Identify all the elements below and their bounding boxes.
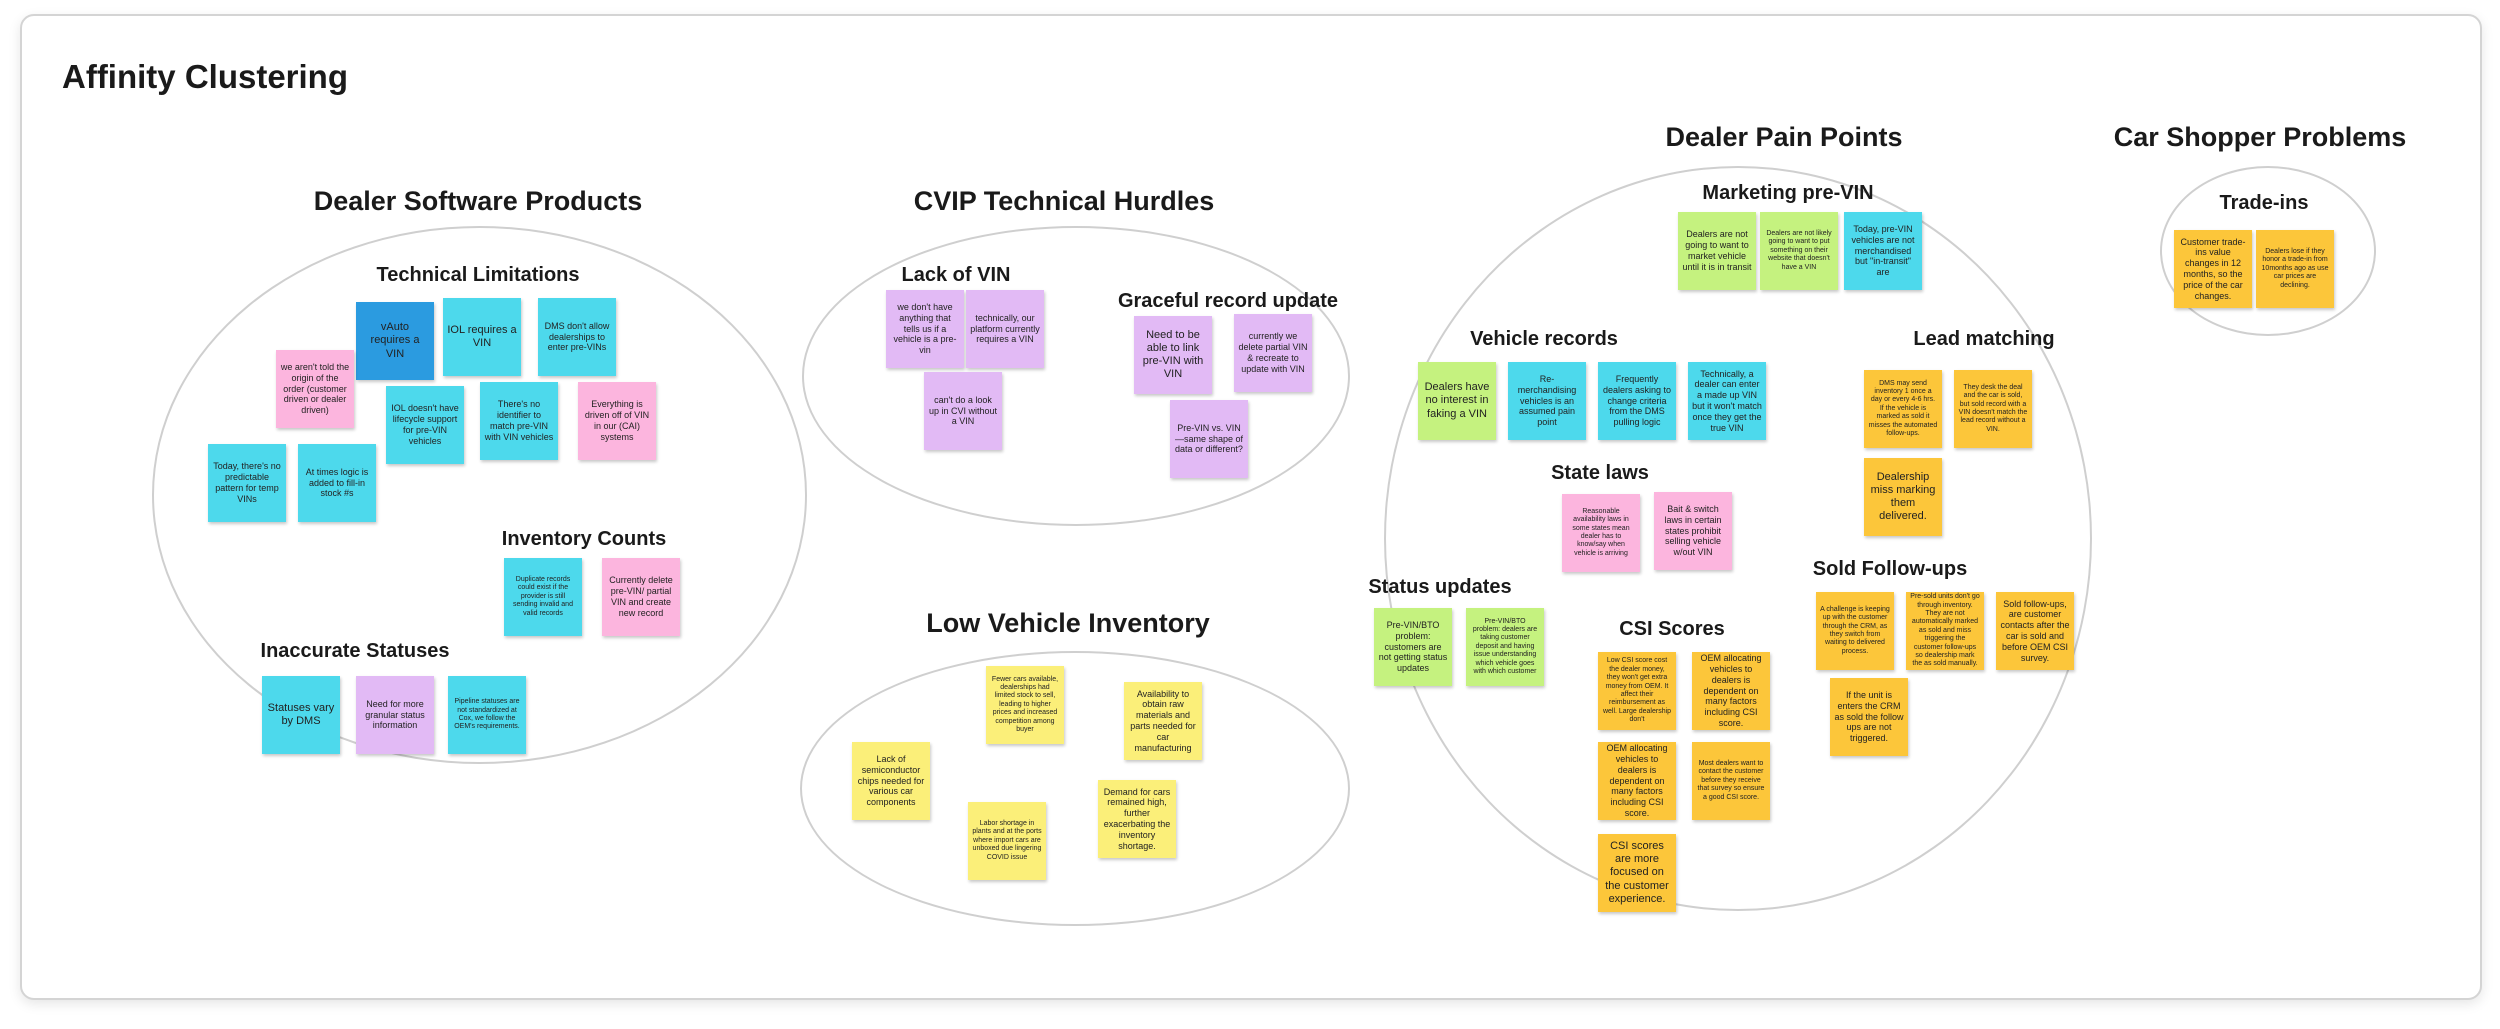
subgroup-title-sold-follow-ups: Sold Follow-ups — [1812, 558, 1968, 580]
cluster-title-dealer-software: Dealer Software Products — [313, 186, 643, 216]
subgroup-title-status-updates: Status updates — [1368, 576, 1512, 598]
sticky-note[interactable]: CSI scores are more focused on the custo… — [1598, 834, 1676, 912]
sticky-note[interactable]: Most dealers want to contact the custome… — [1692, 742, 1770, 820]
cluster-outline-low-inventory — [800, 651, 1350, 926]
sticky-note[interactable]: Dealers have no interest in faking a VIN — [1418, 362, 1496, 440]
sticky-note[interactable]: OEM allocating vehicles to dealers is de… — [1598, 742, 1676, 820]
sticky-note[interactable]: Re-merchandising vehicles is an assumed … — [1508, 362, 1586, 440]
subgroup-title-lack-of-vin: Lack of VIN — [901, 264, 1011, 286]
sticky-note[interactable]: Statuses vary by DMS — [262, 676, 340, 754]
sticky-note[interactable]: can't do a look up in CVI without a VIN — [924, 372, 1002, 450]
cluster-outline-dealer-software — [152, 226, 807, 764]
sticky-note[interactable]: Dealers are not going to want to market … — [1678, 212, 1756, 290]
sticky-note[interactable]: Customer trade-ins value changes in 12 m… — [2174, 230, 2252, 308]
sticky-note[interactable]: They desk the deal and the car is sold, … — [1954, 370, 2032, 448]
sticky-note[interactable]: Today, there's no predictable pattern fo… — [208, 444, 286, 522]
board-title: Affinity Clustering — [62, 58, 348, 95]
sticky-note[interactable]: DMS don't allow dealerships to enter pre… — [538, 298, 616, 376]
sticky-note[interactable]: Currently delete pre-VIN/ partial VIN an… — [602, 558, 680, 636]
sticky-note[interactable]: DMS may send inventory 1 once a day or e… — [1864, 370, 1942, 448]
sticky-note[interactable]: Pre-VIN vs. VIN—same shape of data or di… — [1170, 400, 1248, 478]
subgroup-title-lead-matching: Lead matching — [1913, 328, 2055, 350]
cluster-title-low-inventory: Low Vehicle Inventory — [926, 608, 1210, 638]
sticky-note[interactable]: Pre-VIN/BTO problem: dealers are taking … — [1466, 608, 1544, 686]
sticky-note[interactable]: Fewer cars available, dealerships had li… — [986, 666, 1064, 744]
sticky-note[interactable]: Today, pre-VIN vehicles are not merchand… — [1844, 212, 1922, 290]
sticky-note[interactable]: Frequently dealers asking to change crit… — [1598, 362, 1676, 440]
sticky-note[interactable]: Technically, a dealer can enter a made u… — [1688, 362, 1766, 440]
sticky-note[interactable]: If the unit is enters the CRM as sold th… — [1830, 678, 1908, 756]
sticky-note[interactable]: Labor shortage in plants and at the port… — [968, 802, 1046, 880]
sticky-note[interactable]: IOL doesn't have lifecycle support for p… — [386, 386, 464, 464]
sticky-note[interactable]: A challenge is keeping up with the custo… — [1816, 592, 1894, 670]
subgroup-title-marketing-pre-vin: Marketing pre-VIN — [1702, 182, 1874, 204]
sticky-note[interactable]: we aren't told the origin of the order (… — [276, 350, 354, 428]
sticky-note[interactable]: we don't have anything that tells us if … — [886, 290, 964, 368]
sticky-note[interactable]: Demand for cars remained high, further e… — [1098, 780, 1176, 858]
sticky-note[interactable]: At times logic is added to fill-in stock… — [298, 444, 376, 522]
whiteboard-canvas[interactable]: Affinity Clustering Dealer Software Prod… — [20, 14, 2482, 1000]
sticky-note[interactable]: Need to be able to link pre-VIN with VIN — [1134, 316, 1212, 394]
sticky-note[interactable]: Pre-VIN/BTO problem: customers are not g… — [1374, 608, 1452, 686]
subgroup-title-state-laws: State laws — [1551, 462, 1649, 484]
subgroup-title-technical-limitations: Technical Limitations — [376, 264, 580, 286]
sticky-note[interactable]: IOL requires a VIN — [443, 298, 521, 376]
subgroup-title-inaccurate-statuses: Inaccurate Statuses — [260, 640, 450, 662]
subgroup-title-inventory-counts: Inventory Counts — [501, 528, 667, 550]
sticky-note[interactable]: currently we delete partial VIN & recrea… — [1234, 314, 1312, 392]
cluster-outline-car-shopper — [2160, 166, 2376, 336]
sticky-note[interactable]: OEM allocating vehicles to dealers is de… — [1692, 652, 1770, 730]
subgroup-title-csi-scores: CSI Scores — [1619, 618, 1725, 640]
cluster-title-car-shopper: Car Shopper Problems — [2113, 122, 2407, 152]
sticky-note[interactable]: Dealers lose if they honor a trade-in fr… — [2256, 230, 2334, 308]
cluster-outline-dealer-pain — [1384, 166, 2092, 911]
cluster-title-dealer-pain: Dealer Pain Points — [1665, 122, 1903, 152]
sticky-note[interactable]: technically, our platform currently requ… — [966, 290, 1044, 368]
sticky-note[interactable]: vAuto requires a VIN — [356, 302, 434, 380]
sticky-note[interactable]: Sold follow-ups, are customer contacts a… — [1996, 592, 2074, 670]
cluster-outline-cvip — [802, 226, 1350, 526]
subgroup-title-vehicle-records: Vehicle records — [1470, 328, 1618, 350]
sticky-note[interactable]: Reasonable availability laws in some sta… — [1562, 494, 1640, 572]
subgroup-title-trade-ins: Trade-ins — [2219, 192, 2309, 214]
sticky-note[interactable]: Pipeline statuses are not standardized a… — [448, 676, 526, 754]
sticky-note[interactable]: Dealers are not likely going to want to … — [1760, 212, 1838, 290]
subgroup-title-graceful-record-update: Graceful record update — [1117, 290, 1339, 312]
sticky-note[interactable]: There's no identifier to match pre-VIN w… — [480, 382, 558, 460]
sticky-note[interactable]: Bait & switch laws in certain states pro… — [1654, 492, 1732, 570]
sticky-note[interactable]: Everything is driven off of VIN in our (… — [578, 382, 656, 460]
sticky-note[interactable]: Availability to obtain raw materials and… — [1124, 682, 1202, 760]
sticky-note[interactable]: Pre-sold units don't go through inventor… — [1906, 592, 1984, 670]
sticky-note[interactable]: Duplicate records could exist if the pro… — [504, 558, 582, 636]
sticky-note[interactable]: Low CSI score cost the dealer money, the… — [1598, 652, 1676, 730]
sticky-note[interactable]: Lack of semiconductor chips needed for v… — [852, 742, 930, 820]
sticky-note[interactable]: Need for more granular status informatio… — [356, 676, 434, 754]
cluster-title-cvip: CVIP Technical Hurdles — [913, 186, 1215, 216]
sticky-note[interactable]: Dealership miss marking them delivered. — [1864, 458, 1942, 536]
